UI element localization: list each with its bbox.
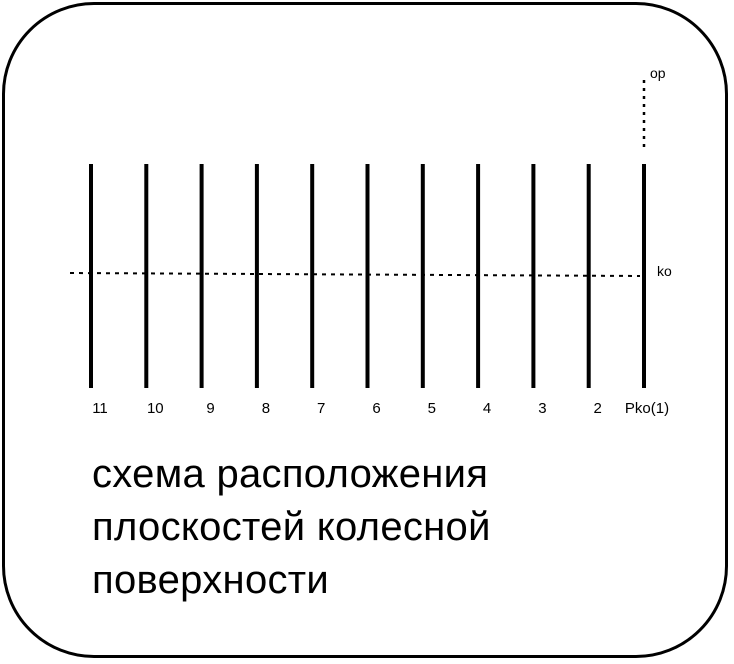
caption-line-3: поверхности	[92, 558, 330, 602]
plane-label: 8	[262, 400, 270, 417]
plane-label: Pko(1)	[625, 400, 669, 417]
plane-label: 7	[317, 400, 325, 417]
plane-label: 10	[147, 400, 164, 417]
rounded-border-frame	[2, 2, 728, 658]
diagram-caption: схема расположения плоскостей колесной п…	[92, 448, 491, 607]
plane-label: 4	[483, 400, 491, 417]
plane-label: 3	[538, 400, 546, 417]
ko-dashed-line	[69, 272, 641, 277]
plane-label: 5	[428, 400, 436, 417]
caption-line-2: плоскостей колесной	[92, 505, 491, 549]
plane-label: 11	[92, 400, 108, 417]
caption-line-1: схема расположения	[92, 452, 489, 496]
op-label: op	[650, 65, 666, 81]
plane-label: 6	[372, 400, 380, 417]
plane-label: 9	[206, 400, 214, 417]
plane-label: 2	[594, 400, 602, 417]
ko-label: ko	[657, 263, 672, 279]
